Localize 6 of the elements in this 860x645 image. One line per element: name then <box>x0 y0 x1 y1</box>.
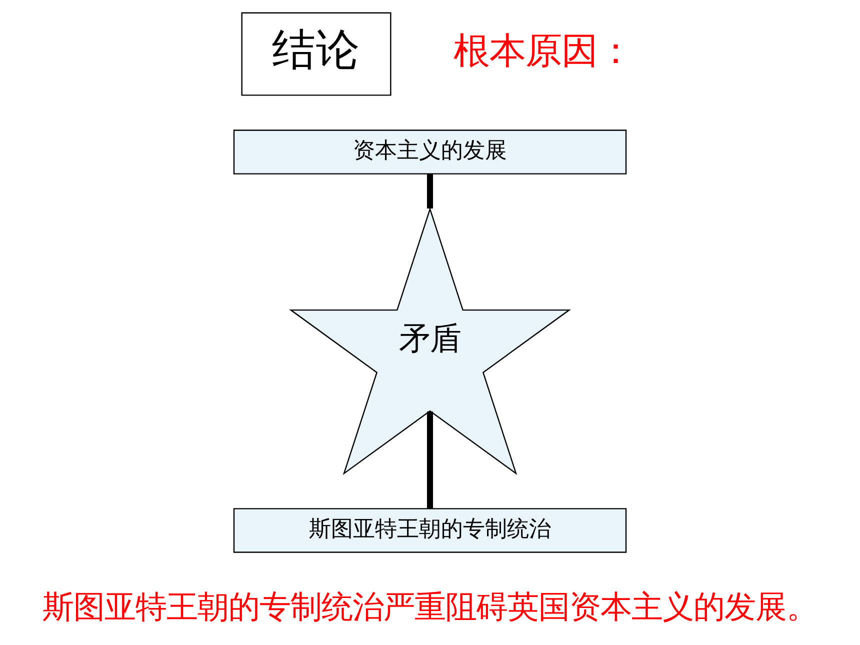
node-box: 结论 <box>241 12 392 96</box>
connector <box>426 174 434 209</box>
label: 根本原因： <box>454 29 634 72</box>
node-box: 斯图亚特王朝的专制统治 <box>233 508 627 553</box>
label: 斯图亚特王朝的专制统治严重阻碍英国资本主义的发展。 <box>42 589 818 626</box>
node-box: 资本主义的发展 <box>233 130 627 174</box>
